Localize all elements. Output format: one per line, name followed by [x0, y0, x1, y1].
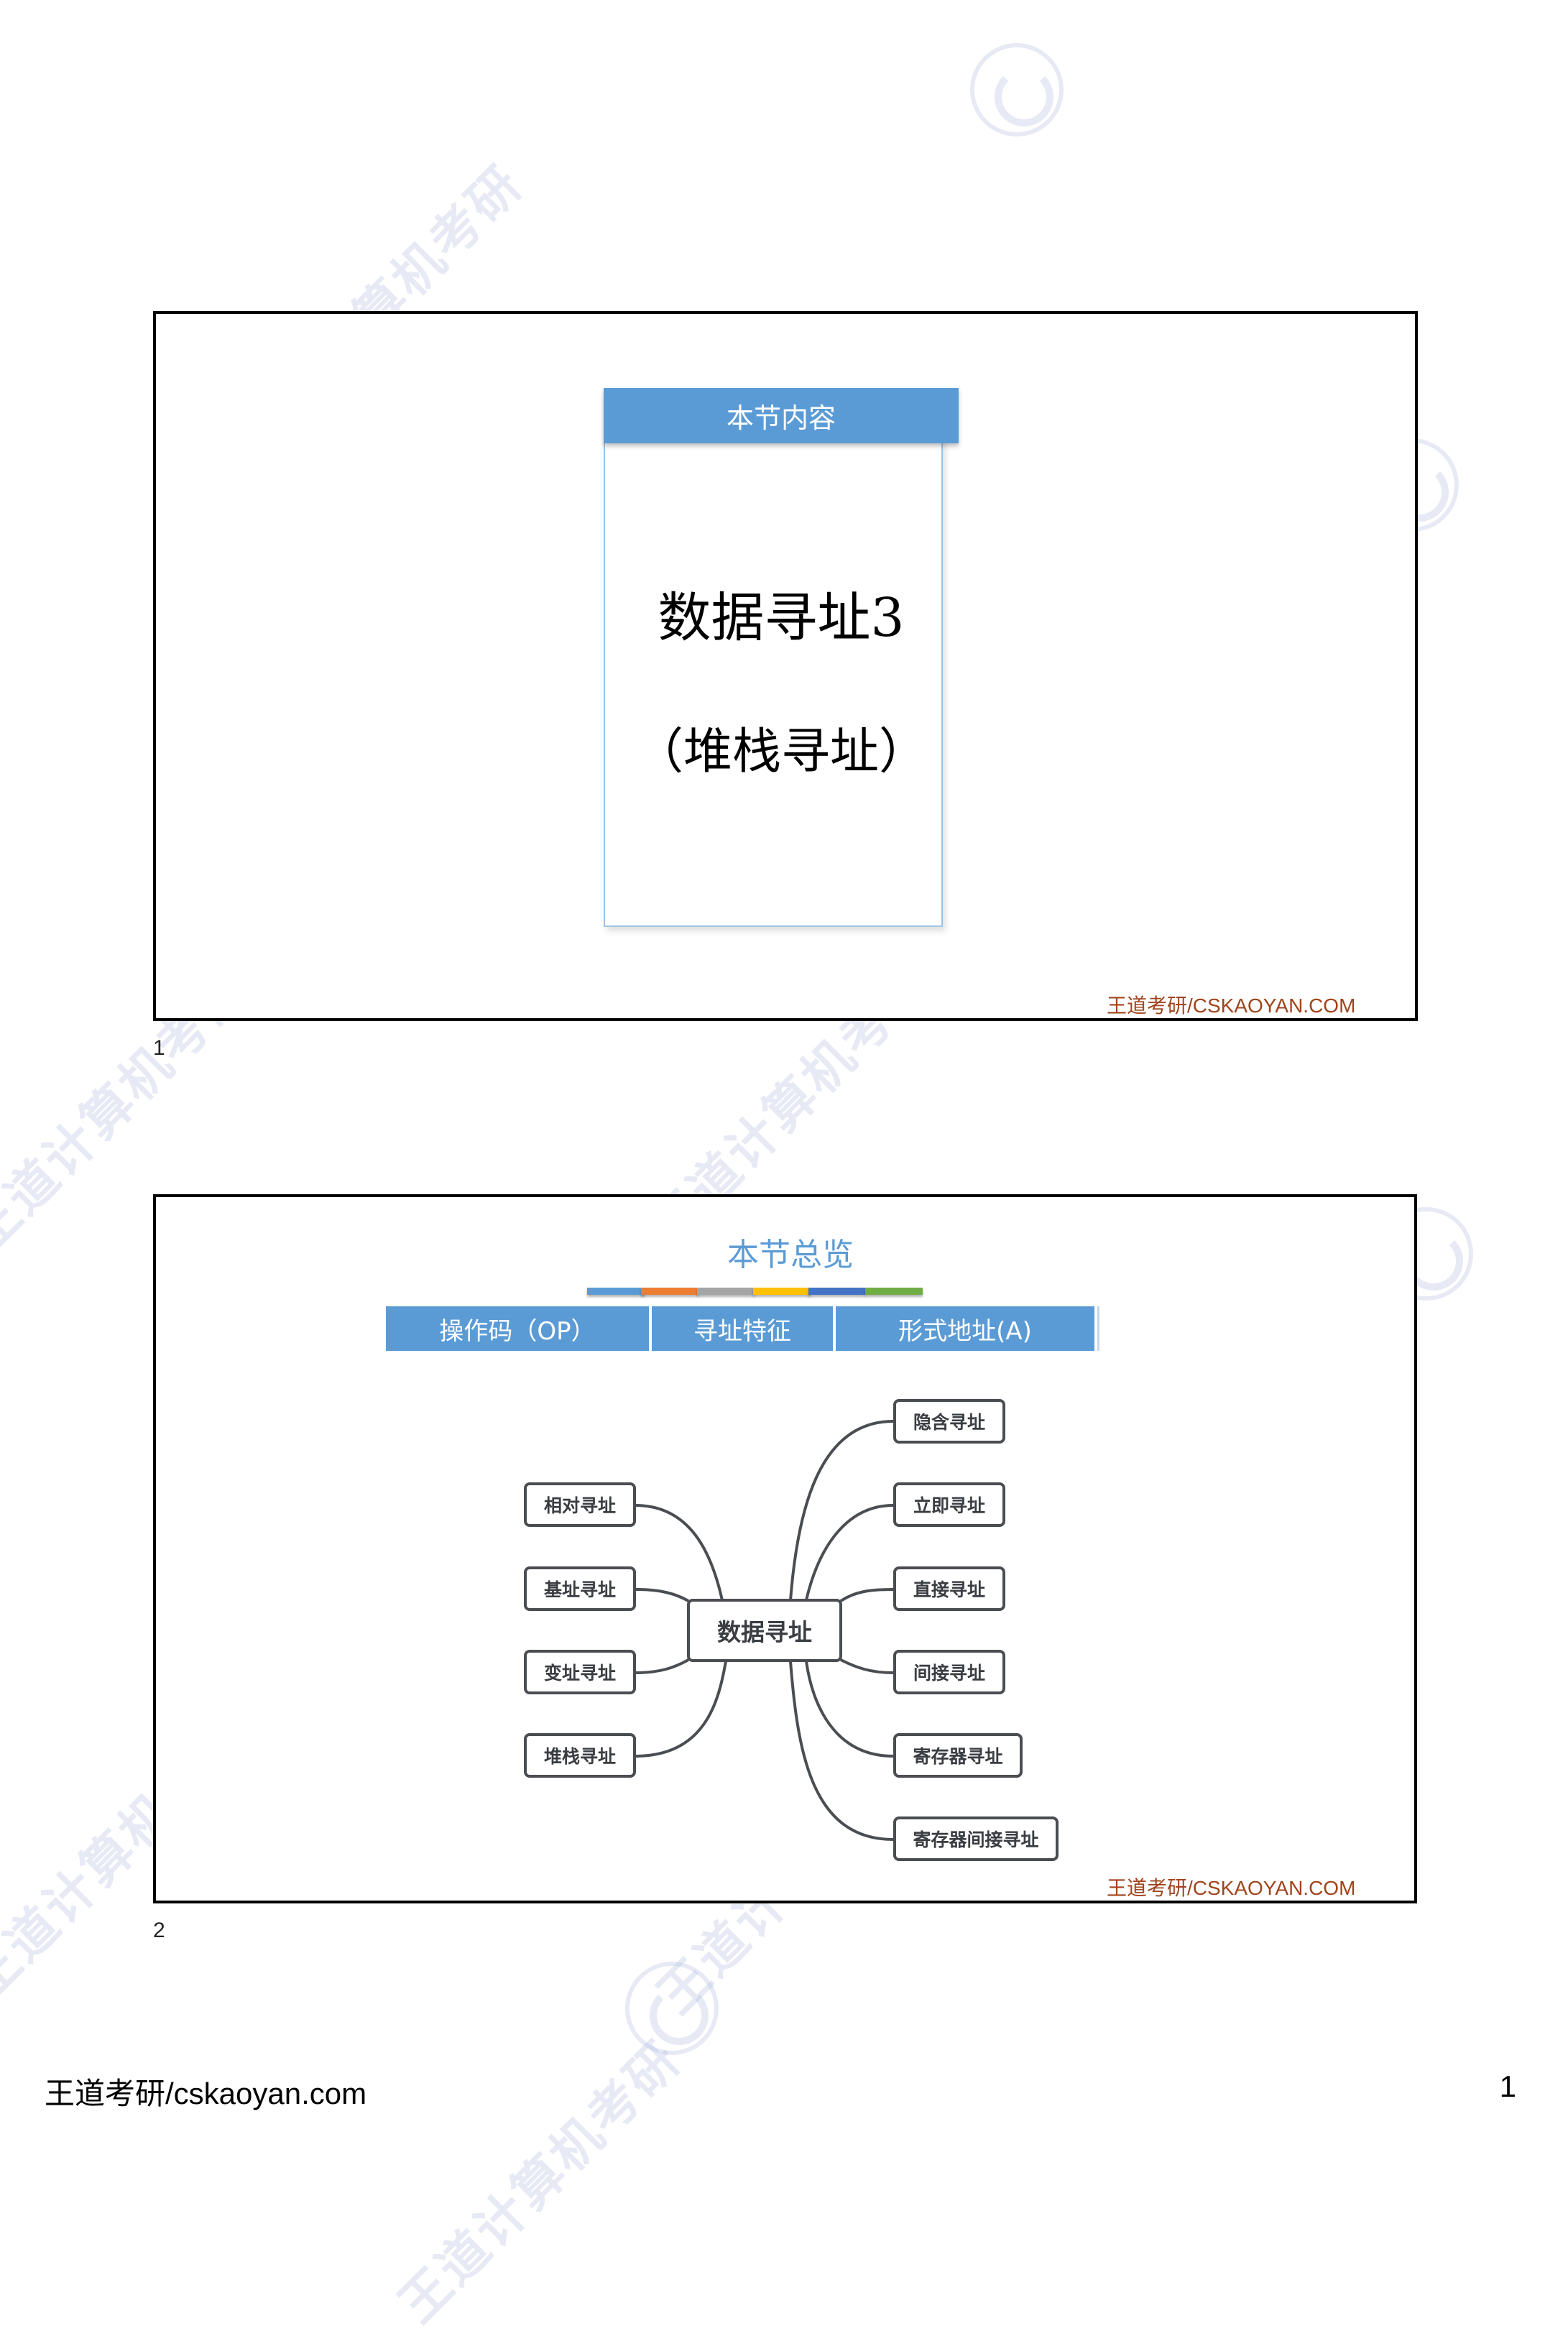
color-bar-blue	[587, 1288, 645, 1295]
field-opcode: 操作码（OP）	[386, 1306, 649, 1351]
mindmap-node-register: 寄存器寻址	[893, 1733, 1023, 1778]
color-bar-yellow	[753, 1288, 811, 1295]
brand-footer: 王道考研/CSKAOYAN.COM	[1107, 1877, 1356, 1899]
section-content-card	[604, 388, 943, 927]
mindmap-center-node: 数据寻址	[687, 1599, 842, 1662]
mindmap-connectors	[635, 1420, 894, 1841]
color-bar-orange	[641, 1288, 698, 1295]
slide-number: 2	[153, 1919, 165, 1942]
mindmap-node-base: 基址寻址	[524, 1566, 636, 1611]
overview-title: 本节总览	[727, 1237, 854, 1273]
color-bar-gray	[697, 1288, 755, 1295]
row-end-divider	[1097, 1306, 1099, 1351]
page-number: 1	[1499, 2069, 1516, 2103]
page-footer-brand: 王道考研/cskaoyan.com	[45, 2077, 367, 2110]
color-bar-darkblue	[808, 1288, 866, 1295]
mindmap-node-direct: 直接寻址	[893, 1566, 1005, 1611]
mindmap-node-register-indirect: 寄存器间接寻址	[893, 1816, 1059, 1861]
slide-title: 数据寻址3	[658, 587, 905, 649]
mindmap-node-implied: 隐含寻址	[893, 1399, 1005, 1444]
mindmap-node-indirect: 间接寻址	[893, 1650, 1005, 1694]
mindmap-node-indexed: 变址寻址	[524, 1650, 636, 1694]
field-addressing-feature: 寻址特征	[652, 1306, 833, 1351]
card-header: 本节内容	[604, 388, 959, 443]
field-formal-address: 形式地址(A)	[836, 1306, 1094, 1351]
brand-footer: 王道考研/CSKAOYAN.COM	[1107, 994, 1356, 1017]
mindmap-node-relative: 相对寻址	[524, 1482, 636, 1527]
mindmap-node-stack: 堆栈寻址	[524, 1733, 636, 1778]
mindmap-node-immediate: 立即寻址	[893, 1482, 1005, 1527]
slide-number: 1	[153, 1036, 165, 1060]
slide-subtitle: （堆栈寻址）	[634, 724, 928, 780]
color-bar-green	[865, 1288, 923, 1295]
